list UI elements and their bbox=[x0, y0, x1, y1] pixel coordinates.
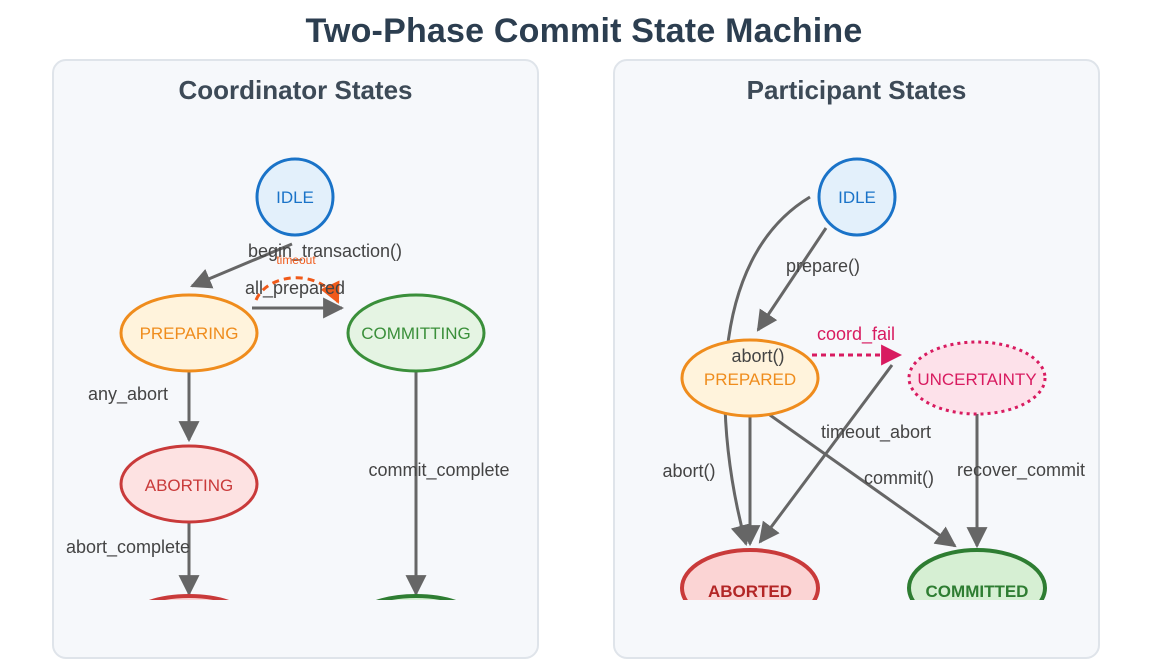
participant-panel-title: Participant States bbox=[746, 75, 967, 105]
label-abort-complete: abort_complete bbox=[66, 537, 190, 558]
label-timeout: timeout bbox=[276, 253, 316, 267]
coord-state-aborting bbox=[119, 444, 259, 524]
part-state-committed bbox=[907, 548, 1047, 600]
label-commit: commit() bbox=[864, 468, 934, 488]
part-state-uncertainty-label: UNCERTAINTY bbox=[917, 370, 1036, 389]
part-state-aborted bbox=[680, 548, 820, 600]
label-begin-transaction: begin_transaction() bbox=[248, 241, 402, 262]
part-state-idle-label: IDLE bbox=[838, 188, 876, 207]
label-prepare: prepare() bbox=[786, 256, 860, 276]
coord-state-aborted-partial bbox=[149, 594, 229, 600]
coord-state-committed-partial bbox=[376, 594, 456, 600]
label-abort-from-prepared: abort() bbox=[731, 346, 784, 366]
edge-commit bbox=[759, 406, 957, 548]
coord-state-aborting-label: ABORTING bbox=[145, 476, 233, 495]
part-state-idle bbox=[817, 157, 897, 237]
page-title: Two-Phase Commit State Machine bbox=[305, 12, 863, 50]
edge-prepare bbox=[756, 227, 828, 332]
label-abort-from-idle: abort() bbox=[662, 461, 715, 481]
part-state-aborted-label: ABORTED bbox=[708, 582, 792, 600]
part-state-prepared bbox=[680, 338, 820, 418]
label-recover-commit: recover_commit bbox=[957, 460, 1085, 481]
edge-timeout bbox=[254, 276, 340, 304]
state-machine-diagram: IDLE PREPARING COMMITTING ABORTING begin… bbox=[66, 157, 1085, 600]
label-coord-fail: coord_fail bbox=[817, 324, 895, 345]
label-commit-complete: commit_complete bbox=[368, 460, 509, 481]
part-state-committed-label: COMMITTED bbox=[926, 582, 1029, 600]
edge-begin-transaction bbox=[190, 242, 293, 289]
coordinator-panel-title: Coordinator States bbox=[178, 75, 413, 105]
coord-state-idle-label: IDLE bbox=[276, 188, 314, 207]
coord-state-preparing-label: PREPARING bbox=[140, 324, 239, 343]
label-any-abort: any_abort bbox=[88, 384, 168, 405]
label-all-prepared: all_prepared bbox=[245, 278, 345, 299]
coord-state-committing-label: COMMITTING bbox=[361, 324, 471, 343]
part-state-uncertainty bbox=[907, 340, 1047, 416]
label-timeout-abort: timeout_abort bbox=[821, 422, 931, 443]
coord-state-committing bbox=[346, 293, 486, 373]
coord-state-idle bbox=[255, 157, 335, 237]
part-state-prepared-label: PREPARED bbox=[704, 370, 796, 389]
coord-state-preparing bbox=[119, 293, 259, 373]
